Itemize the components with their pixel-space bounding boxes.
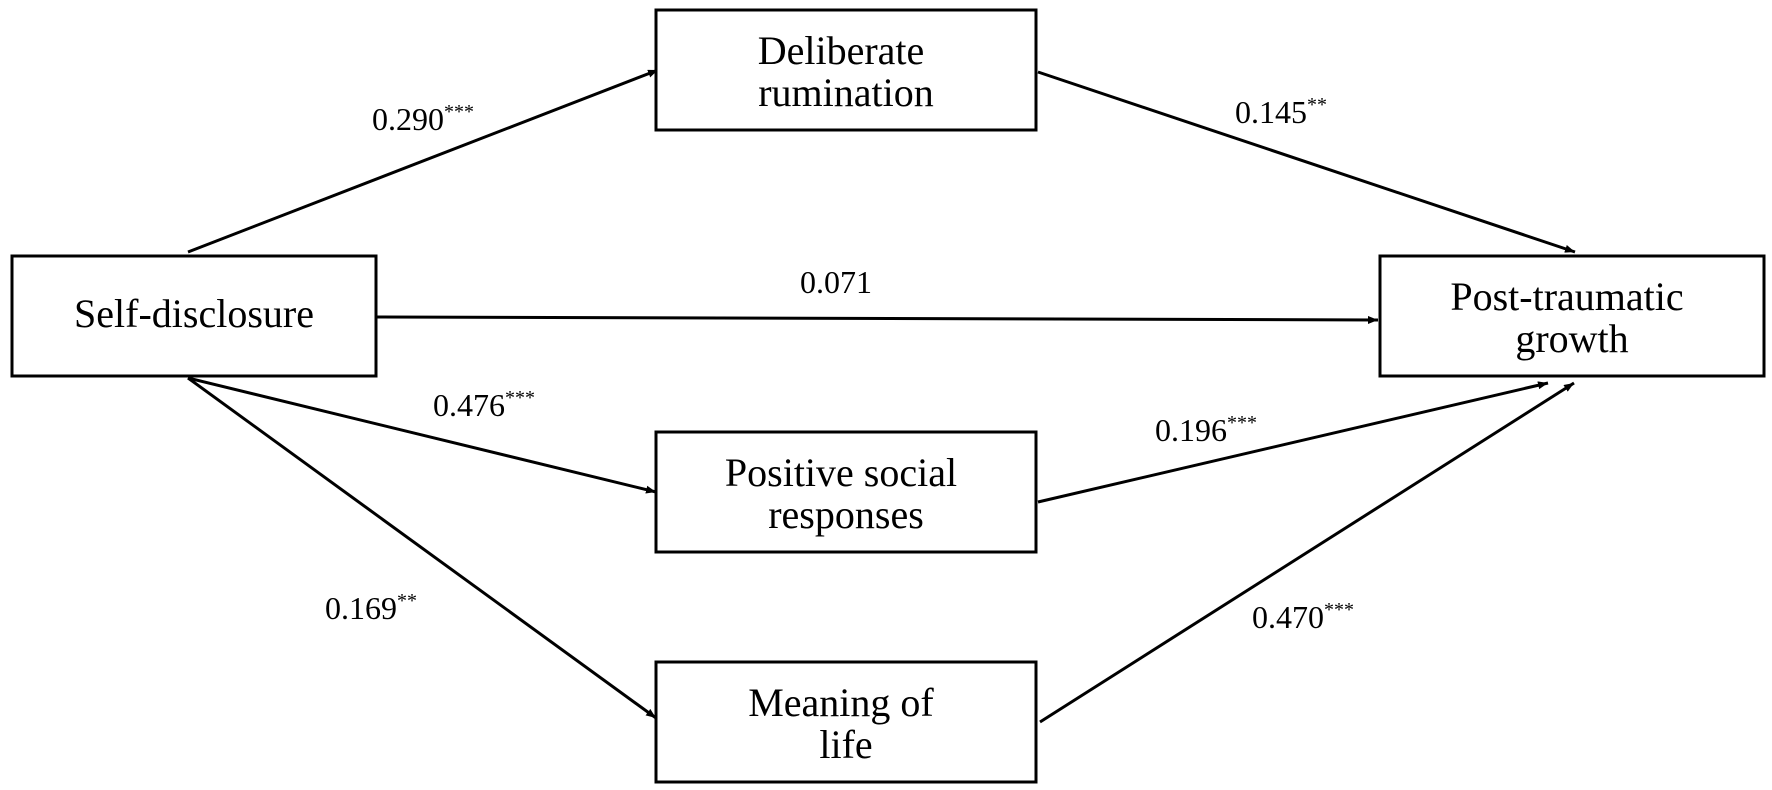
node-self-disclosure-line-1: Self-disclosure (74, 291, 314, 336)
coef-significance: *** (444, 101, 474, 123)
node-deliberate-rumination-line-1: Deliberate (758, 28, 925, 73)
node-deliberate-rumination: Deliberate rumination (654, 8, 1038, 132)
edge-self-disclosure-to-deliberate-rumination (187, 68, 659, 254)
coef-meaning-of-life-to-post-traumatic-growth: 0.470*** (1252, 599, 1354, 635)
coef-deliberate-rumination-to-post-traumatic-growth: 0.145** (1235, 94, 1327, 130)
coef-self-disclosure-to-deliberate-rumination: 0.290*** (372, 101, 474, 137)
svg-text:Positive social response: Positive social responses (725, 450, 967, 537)
node-deliberate-rumination-line-2: rumination (758, 70, 934, 115)
edge-self-disclosure-to-post-traumatic-growth (376, 315, 1379, 324)
coef-significance: *** (1227, 412, 1257, 434)
node-post-traumatic-growth-line-2: growth (1515, 316, 1628, 361)
node-positive-social-responses-line-2: responses (768, 492, 924, 537)
edges (187, 68, 1576, 724)
edge-positive-social-responses-to-post-traumatic-growth (1037, 381, 1549, 504)
edge-self-disclosure-to-positive-social-responses (187, 376, 657, 494)
coef-positive-social-responses-to-post-traumatic-growth: 0.196*** (1155, 412, 1257, 448)
svg-text:Meaning of life: Meaning of life (748, 680, 944, 767)
svg-text:Deliberate rumination: Deliberate rumination (758, 28, 935, 115)
coef-significance: ** (397, 590, 417, 612)
node-positive-social-responses-line-1: Positive social (725, 450, 957, 495)
coef-significance: *** (505, 387, 535, 409)
node-self-disclosure: Self-disclosure (10, 254, 378, 378)
svg-text:Self-disclosure: Self-disclosure (74, 291, 314, 336)
edge-self-disclosure-to-meaning-of-life (187, 376, 657, 720)
node-meaning-of-life-line-2: life (819, 722, 872, 767)
node-positive-social-responses: Positive social responses (654, 430, 1038, 554)
coef-value: 0.290 (372, 101, 444, 137)
coef-value: 0.476 (433, 387, 505, 423)
node-meaning-of-life-line-1: Meaning of (748, 680, 934, 725)
edge-deliberate-rumination-to-post-traumatic-growth (1037, 70, 1576, 254)
node-meaning-of-life: Meaning of life (654, 660, 1038, 784)
coef-self-disclosure-to-post-traumatic-growth: 0.071 (800, 264, 872, 300)
coef-significance: *** (1324, 599, 1354, 621)
coef-value: 0.145 (1235, 94, 1307, 130)
node-post-traumatic-growth: Post-traumatic growth (1378, 254, 1766, 378)
coef-significance: ** (1307, 94, 1327, 116)
coef-value: 0.470 (1252, 599, 1324, 635)
coef-self-disclosure-to-meaning-of-life: 0.169** (325, 590, 417, 626)
coef-value: 0.169 (325, 590, 397, 626)
edge-meaning-of-life-to-post-traumatic-growth (1039, 381, 1575, 724)
svg-text:Post-traumatic growth: Post-traumatic growth (1450, 274, 1693, 361)
coef-value: 0.196 (1155, 412, 1227, 448)
coef-value: 0.071 (800, 264, 872, 300)
coef-self-disclosure-to-positive-social-responses: 0.476*** (433, 387, 535, 423)
node-post-traumatic-growth-line-1: Post-traumatic (1450, 274, 1683, 319)
